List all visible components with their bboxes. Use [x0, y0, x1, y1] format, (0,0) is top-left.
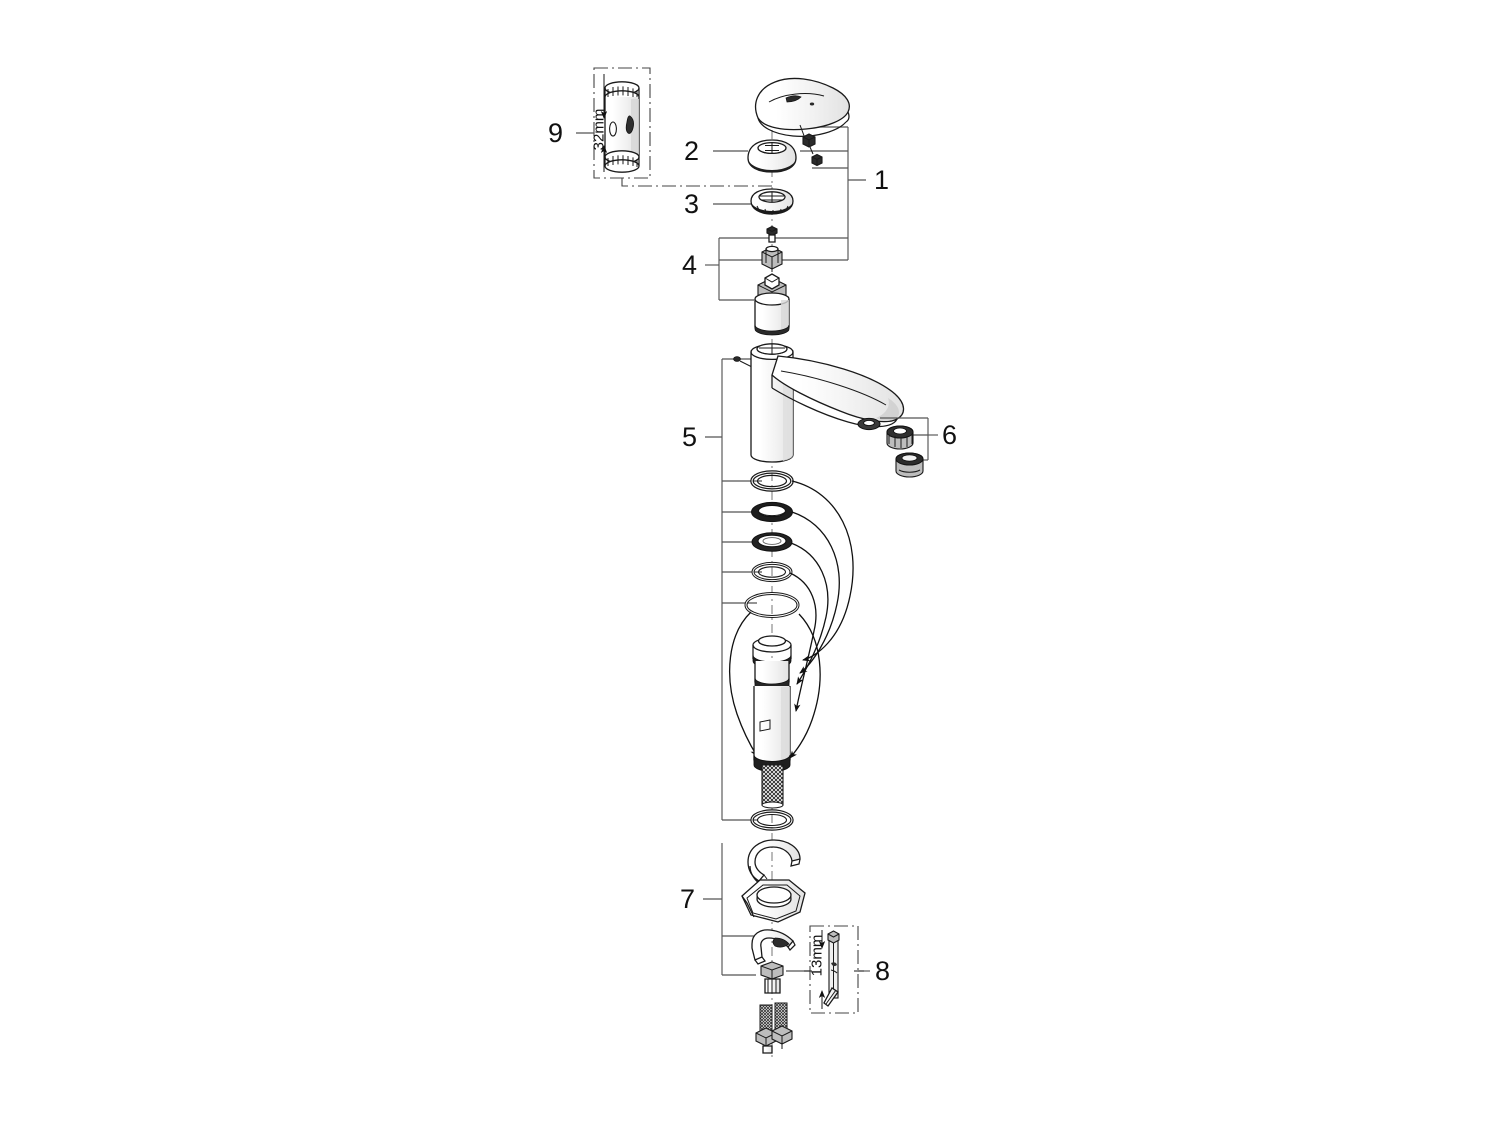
part-threaded-stud [761, 764, 784, 809]
part-aerator-seal [857, 417, 881, 431]
part-stud-connector [760, 961, 784, 994]
part-extension-sleeve [604, 81, 640, 173]
callout-number-6[interactable]: 6 [942, 420, 958, 450]
callout-8-box [809, 925, 859, 1014]
callout-number-5[interactable]: 5 [682, 422, 698, 452]
part-riser-shank [752, 635, 792, 772]
part-aerator-housing [895, 452, 924, 478]
callout-9-link [621, 178, 772, 187]
part-o-ring-4 [751, 561, 793, 583]
part-fixing-nut [741, 879, 806, 923]
part-handle-lever [754, 77, 850, 142]
callout-number-9[interactable]: 9 [548, 118, 564, 148]
dimension-label-13mm: 13mm [808, 934, 826, 977]
part-mounting-washer [747, 839, 801, 886]
part-flexible-hose-pair [755, 1002, 793, 1054]
part-allen-key [823, 930, 840, 1007]
part-o-ring-3 [751, 532, 793, 552]
callout-number-2[interactable]: 2 [684, 136, 700, 166]
part-set-screw-upper [802, 133, 816, 148]
part-cartridge-adapter [761, 245, 783, 272]
callout-7-group [703, 843, 756, 976]
part-cap-dome [747, 139, 797, 173]
callout-9-box [593, 67, 651, 179]
part-cartridge [754, 273, 790, 336]
part-clamp-bracket [751, 929, 796, 965]
callout-number-7[interactable]: 7 [680, 884, 696, 914]
callout-number-4[interactable]: 4 [682, 250, 698, 280]
part-set-screw-lower [811, 153, 823, 167]
dimension-label-32mm: 32mm [590, 108, 608, 151]
callout-number-1[interactable]: 1 [874, 165, 890, 195]
assembly-arrows [729, 480, 854, 759]
part-o-ring-2 [751, 501, 793, 523]
callout-number-8[interactable]: 8 [875, 956, 891, 986]
part-aerator-insert [886, 425, 914, 450]
callout-number-3[interactable]: 3 [684, 189, 700, 219]
part-base-seal-ring [744, 592, 800, 618]
callout-8-group [786, 925, 870, 1014]
callout-4-group [705, 238, 754, 301]
part-threaded-ring [750, 188, 794, 215]
part-grub-screw [766, 225, 778, 243]
callout-1-group [719, 126, 866, 261]
callout-9-group [576, 67, 772, 187]
part-spout-body [750, 343, 905, 463]
part-lower-o-ring [750, 809, 794, 831]
screw-link-line [809, 146, 814, 155]
